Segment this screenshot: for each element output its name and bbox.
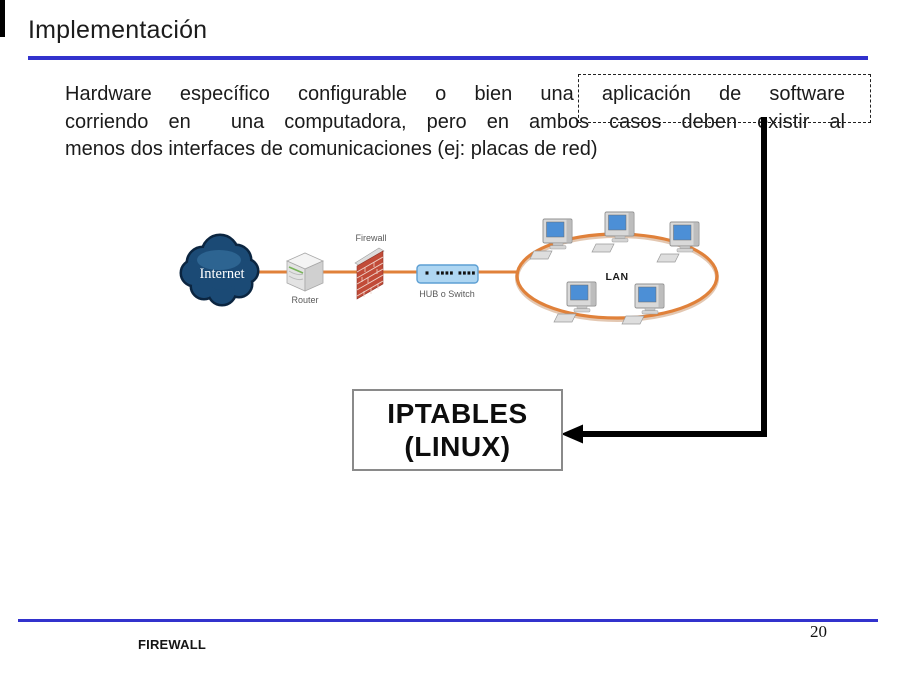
pc-workstation (621, 283, 665, 325)
body-paragraph: Hardware específico configurable o bien … (65, 81, 845, 164)
hub-label: HUB o Switch (419, 289, 475, 299)
pc-workstation (529, 218, 573, 260)
page-title: Implementación (28, 16, 208, 44)
callout-arrow-line (581, 117, 767, 437)
pc-workstation (591, 211, 635, 253)
firewall-label: Firewall (355, 233, 386, 243)
internet-cloud: Internet (182, 236, 257, 304)
callout-arrow (561, 117, 767, 444)
title-divider (28, 56, 868, 60)
iptables-line1: IPTABLES (387, 398, 528, 429)
page-number: 20 (810, 622, 827, 641)
pc-workstation (656, 221, 700, 263)
corner-bar (0, 0, 5, 37)
firewall-shape: Firewall (354, 233, 387, 300)
iptables-box: IPTABLES (LINUX) (352, 389, 563, 471)
highlight-dashed-box (578, 74, 871, 123)
pc-workstation (553, 281, 597, 323)
body-line-1: Hardware específico configurable o bien … (65, 83, 845, 105)
internet-label: Internet (199, 266, 244, 282)
hub-port-dots (425, 271, 475, 275)
router-shape: Router (286, 252, 324, 305)
lan-label: LAN (605, 271, 628, 283)
footer-divider (18, 619, 878, 622)
iptables-line2: (LINUX) (404, 431, 511, 462)
footer-title: FIREWALL (138, 637, 207, 652)
body-line-2: corriendo en una computadora, pero en am… (65, 110, 845, 133)
hub-switch-shape: HUB o Switch (416, 264, 479, 299)
callout-arrowhead (561, 424, 583, 444)
lan-ring (515, 232, 719, 322)
body-line-3: menos dos interfaces de comunicaciones (… (65, 138, 598, 160)
router-label: Router (291, 295, 318, 305)
